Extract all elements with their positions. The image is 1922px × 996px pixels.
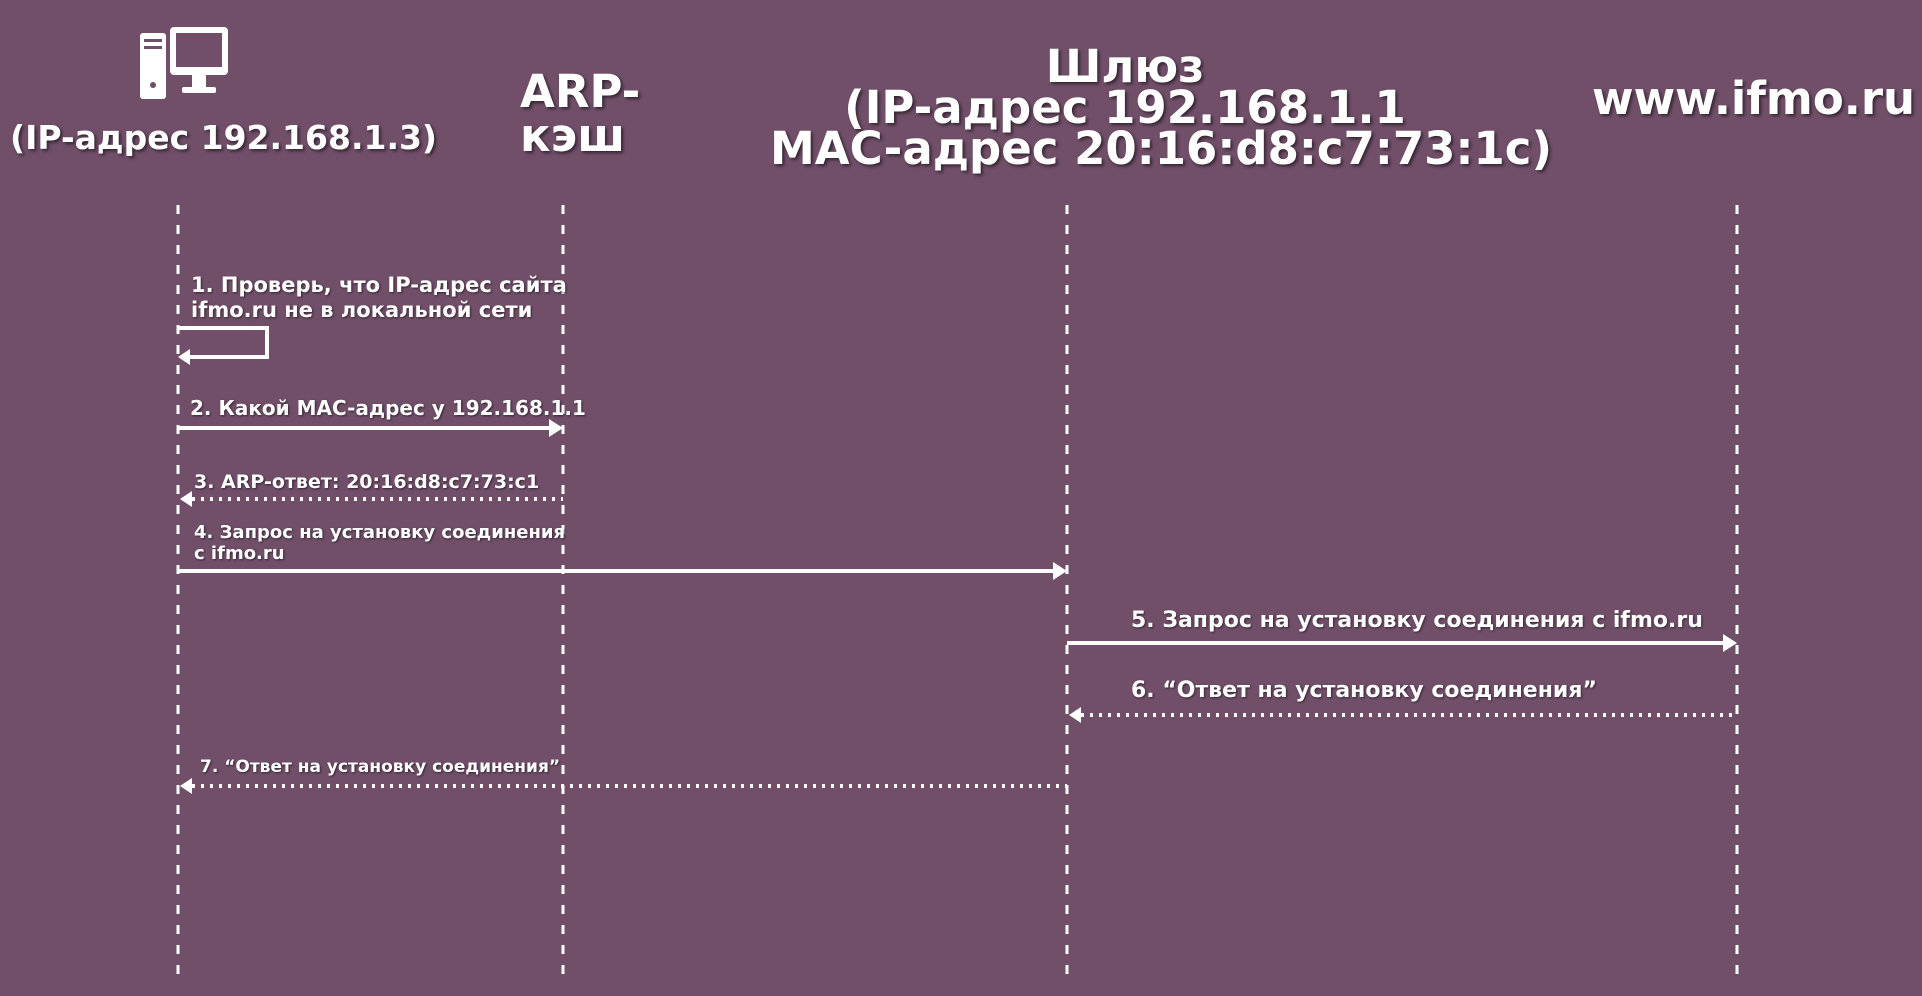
gateway-label: Шлюз (IP-адрес 192.168.1.1 MAC-адрес 20:… xyxy=(770,40,1553,175)
gateway-ip: (IP-адрес 192.168.1.1 xyxy=(844,81,1406,134)
arp-cache-label: ARP- кэш xyxy=(520,65,641,162)
message-7-label: 7. “Ответ на установку соединения” xyxy=(200,757,561,777)
message-1-line1: 1. Проверь, что IP-адрес сайта xyxy=(191,273,567,297)
message-1-line2: ifmo.ru не в локальной сети xyxy=(191,298,533,322)
arrow-connect-request-site xyxy=(1067,634,1737,652)
arrow-mac-request xyxy=(178,419,563,437)
site-label: www.ifmo.ru xyxy=(1592,72,1916,125)
message-4-line1: 4. Запрос на установку соединения xyxy=(194,522,566,543)
message-3-label: 3. ARP-ответ: 20:16:d8:c7:73:c1 xyxy=(194,471,540,493)
message-5-label: 5. Запрос на установку соединения с ifmo… xyxy=(1131,608,1703,633)
message-1-label: 1. Проверь, что IP-адрес сайта ifmo.ru н… xyxy=(191,273,567,323)
arrow-self-check xyxy=(178,326,269,365)
message-6-label: 6. “Ответ на установку соединения” xyxy=(1131,678,1597,703)
arrow-arp-reply xyxy=(180,491,563,507)
message-4-label: 4. Запрос на установку соединения с ifmo… xyxy=(194,522,565,564)
computer-icon xyxy=(140,27,228,99)
arp-cache-label-line2: кэш xyxy=(520,109,626,162)
message-2-label: 2. Какой MAC-адрес у 192.168.1.1 xyxy=(190,396,586,420)
client-label: (IP-адрес 192.168.1.3) xyxy=(10,118,438,157)
gateway-mac: MAC-адрес 20:16:d8:c7:73:1c) xyxy=(770,122,1553,175)
message-4-line2: с ifmo.ru xyxy=(194,543,285,564)
gateway-name: Шлюз xyxy=(1045,40,1205,93)
arrow-connect-reply-client xyxy=(180,778,1067,794)
arp-cache-label-line1: ARP- xyxy=(520,65,641,118)
arrow-connect-request-gateway xyxy=(178,562,1067,580)
arrow-connect-reply-gateway xyxy=(1069,707,1737,723)
